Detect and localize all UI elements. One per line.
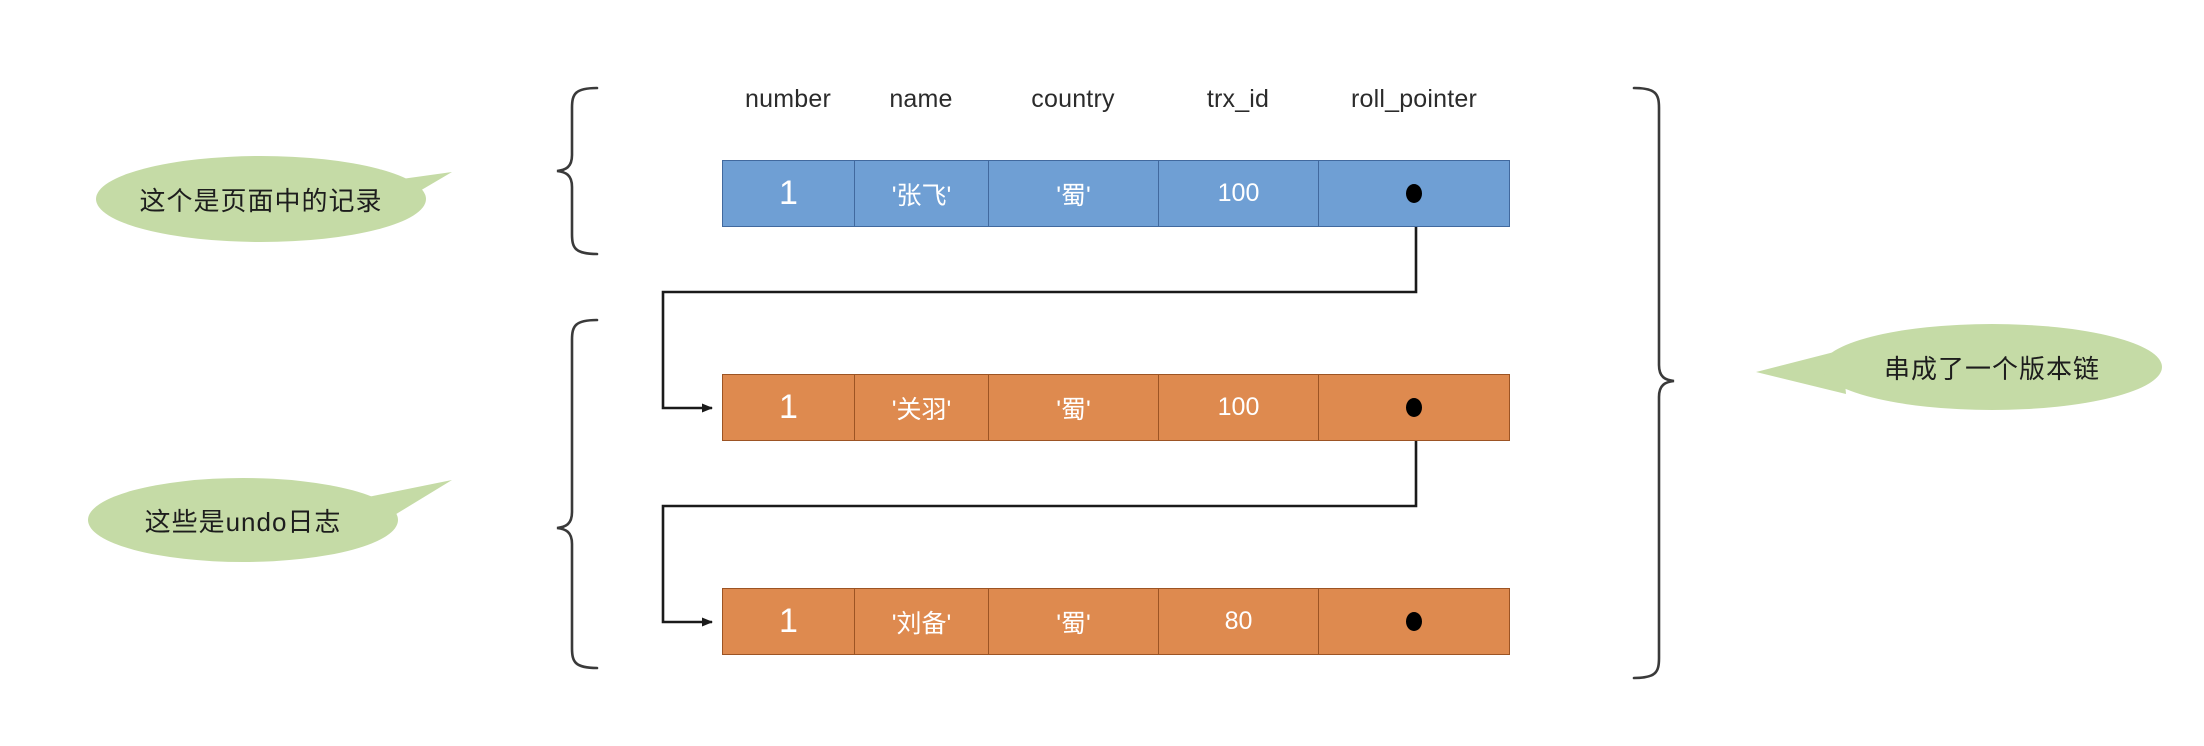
undo-log-row-1: 1 '关羽' '蜀' 100 xyxy=(722,374,1510,441)
cell-country: '蜀' xyxy=(989,375,1159,440)
callout-version-chain: 串成了一个版本链 xyxy=(1760,324,2204,424)
cell-name: '刘备' xyxy=(855,589,989,654)
brace-version-chain xyxy=(1632,86,1675,680)
cell-roll-pointer xyxy=(1319,589,1508,654)
cell-trx-id: 80 xyxy=(1159,589,1319,654)
cell-number: 1 xyxy=(723,161,855,226)
callout-undo-log: 这些是undo日志 xyxy=(88,478,528,578)
column-header-name: name xyxy=(889,84,953,113)
cell-roll-pointer xyxy=(1319,161,1508,226)
cell-country: '蜀' xyxy=(989,161,1159,226)
column-header-trx-id: trx_id xyxy=(1206,84,1270,113)
roll-pointer-dot-icon xyxy=(1405,398,1422,417)
cell-number: 1 xyxy=(723,375,855,440)
page-record-row: 1 '张飞' '蜀' 100 xyxy=(722,160,1510,227)
column-header-number: number xyxy=(745,84,831,113)
cell-trx-id: 100 xyxy=(1159,161,1319,226)
callout-page-record: 这个是页面中的记录 xyxy=(96,156,536,256)
cell-name: '张飞' xyxy=(855,161,989,226)
brace-page-record xyxy=(556,86,599,256)
roll-pointer-dot-icon xyxy=(1405,612,1422,631)
column-header-country: country xyxy=(1031,84,1115,113)
column-headers: number name country trx_id roll_pointer xyxy=(722,82,1510,116)
column-header-roll-pointer: roll_pointer xyxy=(1350,84,1478,113)
callout-version-chain-label: 串成了一个版本链 xyxy=(1822,324,2162,410)
roll-pointer-dot-icon xyxy=(1405,184,1422,203)
cell-roll-pointer xyxy=(1319,375,1508,440)
cell-name: '关羽' xyxy=(855,375,989,440)
cell-number: 1 xyxy=(723,589,855,654)
cell-trx-id: 100 xyxy=(1159,375,1319,440)
brace-undo-logs xyxy=(556,318,599,670)
undo-log-row-2: 1 '刘备' '蜀' 80 xyxy=(722,588,1510,655)
cell-country: '蜀' xyxy=(989,589,1159,654)
callout-page-record-label: 这个是页面中的记录 xyxy=(96,156,426,242)
callout-undo-log-label: 这些是undo日志 xyxy=(88,478,398,562)
